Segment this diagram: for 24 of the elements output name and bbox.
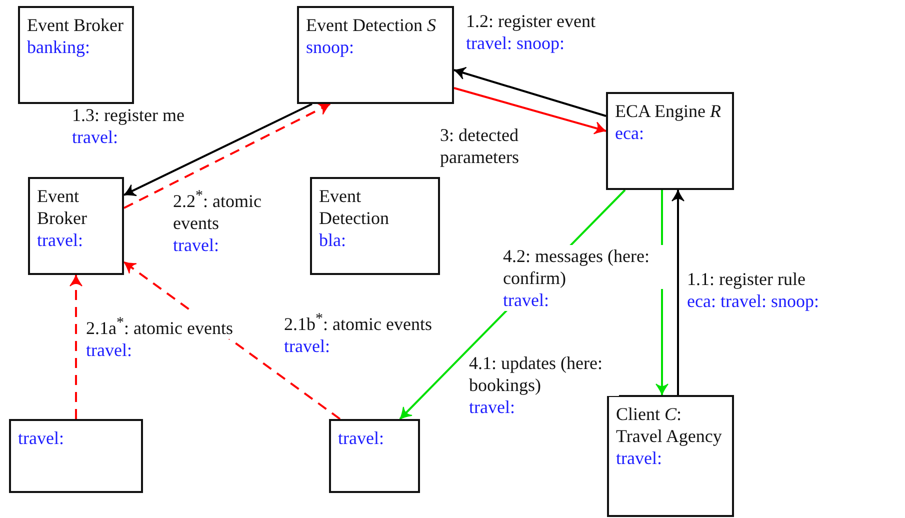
node-tag: travel: [37,229,117,251]
node-box [329,419,420,493]
node-box [607,395,734,517]
node-title: Client C: Travel Agency [616,403,723,447]
node-tag: bla: [319,229,433,251]
node-box [606,92,734,190]
node-title: Event Detection S [306,14,437,36]
node-box [18,6,134,104]
node-tag: snoop: [306,36,447,58]
node-tag: travel: [338,427,413,449]
node-box [297,6,454,104]
node-title: Event Broker [27,14,124,36]
namespace-label: travel: [503,289,549,311]
node-tag: travel: [616,447,727,469]
node-tag: eca: [615,122,727,144]
node-tag: banking: [27,36,127,58]
node-title: Event Detection [319,185,390,229]
node-box [310,177,440,275]
node-box [28,177,124,275]
node-box [9,419,143,493]
node-title: ECA Engine R [615,100,722,122]
edge-label: 4.2: messages (here: confirm) [503,245,663,289]
node-tag: travel: [18,427,136,449]
node-title: Event Broker [37,185,88,229]
